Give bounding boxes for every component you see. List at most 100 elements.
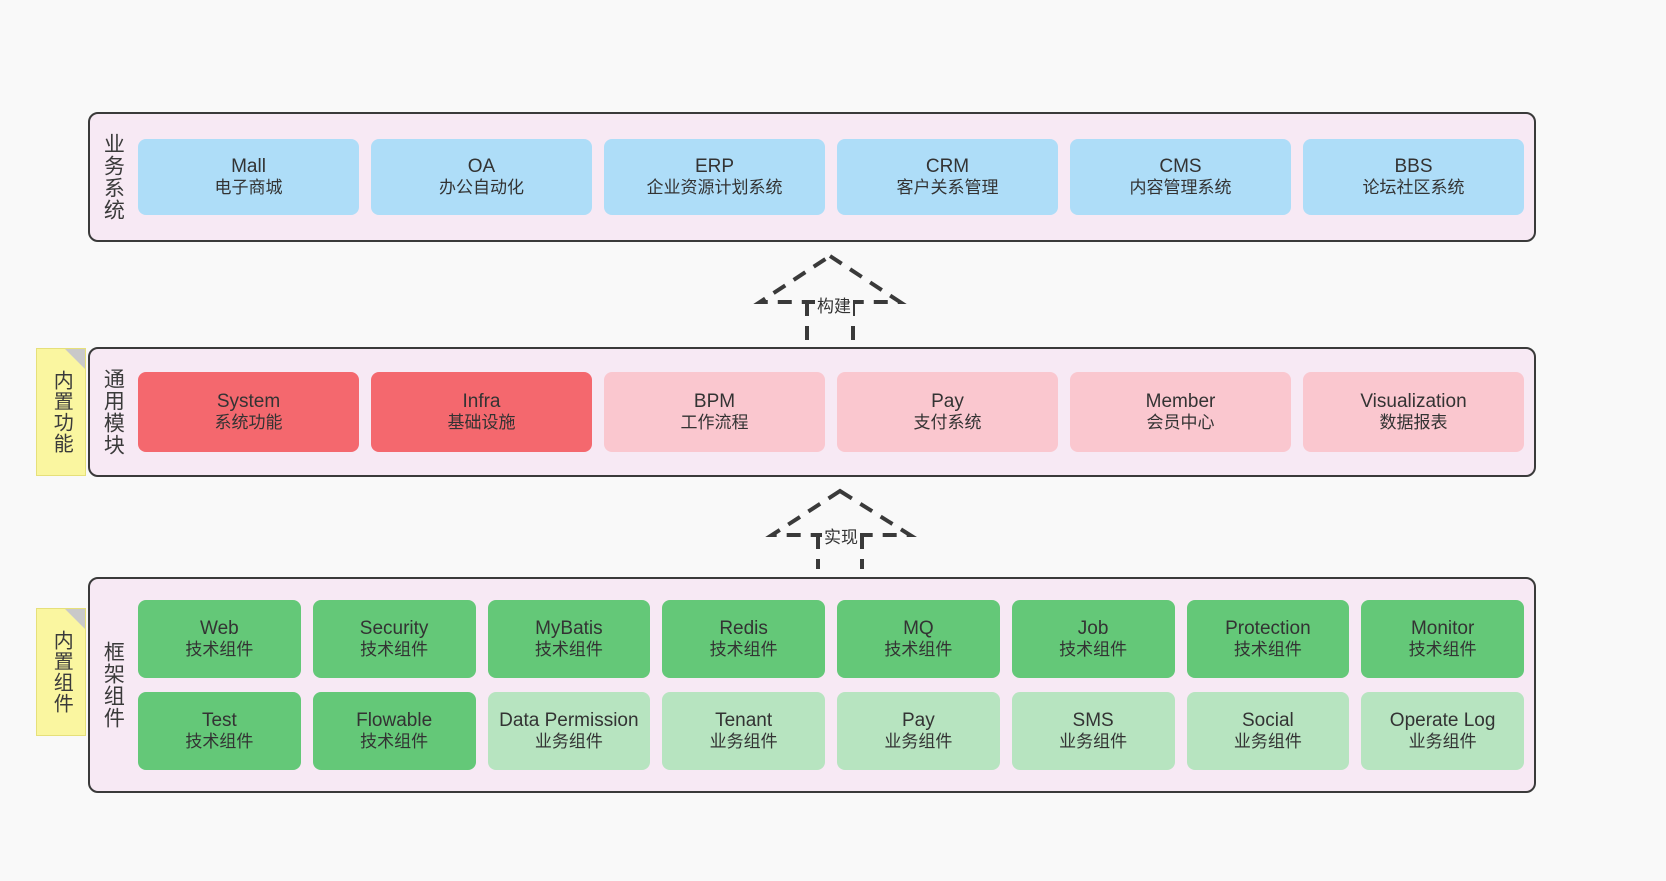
card-subtitle: 技术组件 — [534, 640, 603, 660]
card-oa[interactable]: OA 办公自动化 — [371, 139, 592, 215]
card-redis[interactable]: Redis 技术组件 — [662, 600, 825, 678]
card-subtitle: 技术组件 — [1233, 640, 1302, 660]
card-subtitle: 会员中心 — [1146, 413, 1215, 433]
note-builtin-components: 内置组件 — [36, 608, 86, 736]
card-title: Visualization — [1360, 391, 1467, 413]
card-subtitle: 办公自动化 — [439, 178, 524, 198]
card-crm[interactable]: CRM 客户关系管理 — [837, 139, 1058, 215]
card-title: BPM — [693, 391, 736, 413]
card-subtitle: 技术组件 — [360, 732, 429, 752]
business-systems-card-list: Mall 电子商城 OA 办公自动化 ERP 企业资源计划系统 CRM 客户关系… — [134, 114, 1534, 240]
card-system[interactable]: System 系统功能 — [138, 372, 359, 452]
card-test[interactable]: Test 技术组件 — [138, 692, 301, 770]
card-title: MQ — [903, 618, 934, 640]
layer-title-common-modules: 通用模块 — [101, 368, 125, 456]
card-subtitle: 企业资源计划系统 — [646, 178, 783, 198]
card-bbs[interactable]: BBS 论坛社区系统 — [1303, 139, 1524, 215]
card-subtitle: 业务组件 — [1408, 732, 1477, 752]
card-title: CRM — [925, 156, 970, 178]
layer-framework-components: 框架组件 Web 技术组件 Security 技术组件 MyBatis 技术组件… — [88, 577, 1536, 793]
card-subtitle: 技术组件 — [709, 640, 778, 660]
card-member[interactable]: Member 会员中心 — [1070, 372, 1291, 452]
card-mybatis[interactable]: MyBatis 技术组件 — [487, 600, 651, 678]
card-protection[interactable]: Protection 技术组件 — [1186, 600, 1350, 678]
connector-build: 构建 — [753, 252, 907, 344]
card-job[interactable]: Job 技术组件 — [1011, 600, 1175, 678]
layer-common-modules: 通用模块 System 系统功能 Infra 基础设施 BPM 工作流程 Pay… — [88, 347, 1536, 477]
note-fold-icon — [65, 609, 85, 629]
card-erp[interactable]: ERP 企业资源计划系统 — [604, 139, 825, 215]
card-pay-module[interactable]: Pay 支付系统 — [837, 372, 1058, 452]
connector-implement: 实现 — [765, 487, 920, 569]
card-title: ERP — [694, 156, 735, 178]
card-subtitle: 技术组件 — [884, 640, 953, 660]
card-title: Tenant — [715, 710, 773, 732]
card-bpm[interactable]: BPM 工作流程 — [604, 372, 825, 452]
card-operate-log[interactable]: Operate Log 业务组件 — [1361, 692, 1524, 770]
card-title: Job — [1077, 618, 1109, 640]
layer-business-systems: 业务系统 Mall 电子商城 OA 办公自动化 ERP 企业资源计划系统 CRM… — [88, 112, 1536, 242]
card-monitor[interactable]: Monitor 技术组件 — [1361, 600, 1524, 678]
common-modules-card-list: System 系统功能 Infra 基础设施 BPM 工作流程 Pay 支付系统… — [134, 349, 1534, 475]
card-title: OA — [467, 156, 496, 178]
note-label: 内置组件 — [50, 630, 73, 714]
card-web[interactable]: Web 技术组件 — [138, 600, 301, 678]
layer-title-business-systems: 业务系统 — [101, 133, 125, 221]
card-subtitle: 技术组件 — [185, 640, 254, 660]
card-security[interactable]: Security 技术组件 — [312, 600, 476, 678]
card-subtitle: 技术组件 — [1408, 640, 1477, 660]
card-subtitle: 业务组件 — [1233, 732, 1302, 752]
card-title: BBS — [1394, 156, 1433, 178]
card-title: Security — [359, 618, 429, 640]
card-subtitle: 系统功能 — [214, 413, 283, 433]
card-subtitle: 工作流程 — [680, 413, 749, 433]
card-subtitle: 数据报表 — [1379, 413, 1448, 433]
card-subtitle: 技术组件 — [360, 640, 429, 660]
card-title: Protection — [1225, 618, 1311, 640]
card-subtitle: 论坛社区系统 — [1362, 178, 1465, 198]
card-infra[interactable]: Infra 基础设施 — [371, 372, 592, 452]
card-tenant[interactable]: Tenant 业务组件 — [662, 692, 825, 770]
card-title: Operate Log — [1389, 710, 1496, 732]
card-flowable[interactable]: Flowable 技术组件 — [312, 692, 476, 770]
card-cms[interactable]: CMS 内容管理系统 — [1070, 139, 1291, 215]
card-title: Pay — [902, 710, 935, 732]
card-mall[interactable]: Mall 电子商城 — [138, 139, 359, 215]
card-subtitle: 内容管理系统 — [1129, 178, 1232, 198]
card-mq[interactable]: MQ 技术组件 — [837, 600, 1000, 678]
card-title: Pay — [931, 391, 964, 413]
card-title: Web — [200, 618, 239, 640]
card-sms[interactable]: SMS 业务组件 — [1011, 692, 1175, 770]
card-title: Test — [201, 710, 237, 732]
card-pay-component[interactable]: Pay 业务组件 — [837, 692, 1000, 770]
card-social[interactable]: Social 业务组件 — [1186, 692, 1350, 770]
note-label: 内置功能 — [50, 370, 73, 454]
card-title: Flowable — [356, 710, 433, 732]
card-title: System — [216, 391, 281, 413]
card-subtitle: 业务组件 — [709, 732, 778, 752]
card-subtitle: 电子商城 — [214, 178, 283, 198]
note-fold-icon — [65, 349, 85, 369]
card-title: Infra — [462, 391, 501, 413]
framework-components-row-2: Test 技术组件 Flowable 技术组件 Data Permission … — [138, 692, 1524, 770]
card-title: CMS — [1159, 156, 1202, 178]
card-data-permission[interactable]: Data Permission 业务组件 — [487, 692, 651, 770]
framework-components-row-1: Web 技术组件 Security 技术组件 MyBatis 技术组件 Redi… — [138, 600, 1524, 678]
card-visualization[interactable]: Visualization 数据报表 — [1303, 372, 1524, 452]
card-subtitle: 技术组件 — [1059, 640, 1128, 660]
card-subtitle: 技术组件 — [185, 732, 254, 752]
framework-components-card-list: Web 技术组件 Security 技术组件 MyBatis 技术组件 Redi… — [134, 579, 1534, 791]
card-title: Redis — [719, 618, 768, 640]
card-title: Social — [1242, 710, 1294, 732]
note-builtin-features: 内置功能 — [36, 348, 86, 476]
card-subtitle: 业务组件 — [884, 732, 953, 752]
connector-implement-label: 实现 — [822, 523, 860, 548]
card-subtitle: 客户关系管理 — [896, 178, 999, 198]
layer-title-framework-components: 框架组件 — [101, 641, 125, 729]
card-title: Member — [1145, 391, 1216, 413]
card-title: Monitor — [1410, 618, 1475, 640]
card-title: SMS — [1072, 710, 1114, 732]
card-title: Data Permission — [499, 710, 639, 732]
connector-build-label: 构建 — [815, 292, 853, 317]
